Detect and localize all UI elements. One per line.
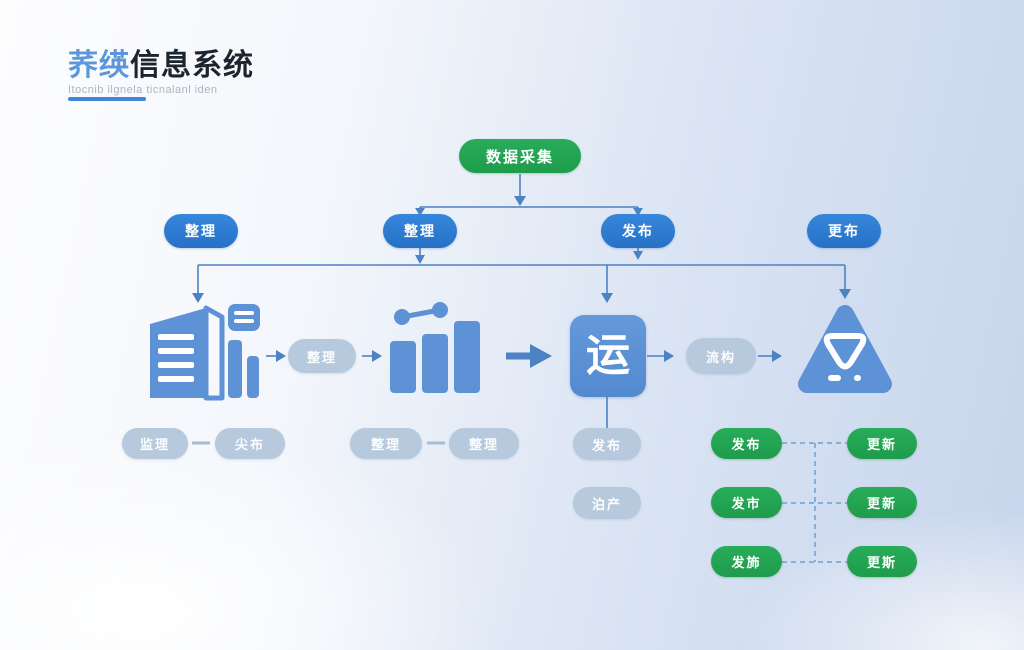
node-level2-2: 整理	[383, 214, 457, 248]
node-green-row2-left: 发市	[711, 487, 782, 518]
node-green-row1-left: 发布	[711, 428, 782, 459]
node-green-row1-right: 更新	[847, 428, 917, 459]
node-pair2-left: 整理	[350, 428, 422, 459]
page-subtitle: Itocnib ilgnela ticnalanl iden	[68, 84, 218, 96]
page-title-main: 信息系统	[130, 49, 254, 82]
node-below-seal-2: 泊产	[573, 487, 641, 519]
node-pair1-right: 尖布	[215, 428, 285, 459]
node-green-row3-right: 更斯	[847, 546, 917, 577]
node-below-seal-1: 发布	[573, 428, 641, 460]
node-pair2-right: 整理	[449, 428, 519, 459]
node-root: 数据采集	[459, 139, 581, 173]
node-level2-1: 整理	[164, 214, 238, 248]
shield-triangle-icon	[795, 296, 895, 402]
title-underline	[68, 97, 146, 101]
node-after-seal: 流构	[686, 338, 756, 374]
page-title: 荞绬信息系统	[68, 40, 254, 84]
document-report-icon	[148, 298, 260, 402]
bar-chart-trend-icon	[388, 301, 484, 395]
node-after-document: 整理	[288, 339, 356, 373]
seal-glyph: 运	[586, 331, 630, 380]
node-green-row3-left: 发斾	[711, 546, 782, 577]
page-title-accent: 荞绬	[68, 49, 130, 82]
node-level2-4: 更布	[807, 214, 881, 248]
node-green-row2-right: 更新	[847, 487, 917, 518]
node-pair1-left: 监理	[122, 428, 188, 459]
node-level2-3: 发布	[601, 214, 675, 248]
seal-square-icon: 运	[570, 315, 646, 397]
